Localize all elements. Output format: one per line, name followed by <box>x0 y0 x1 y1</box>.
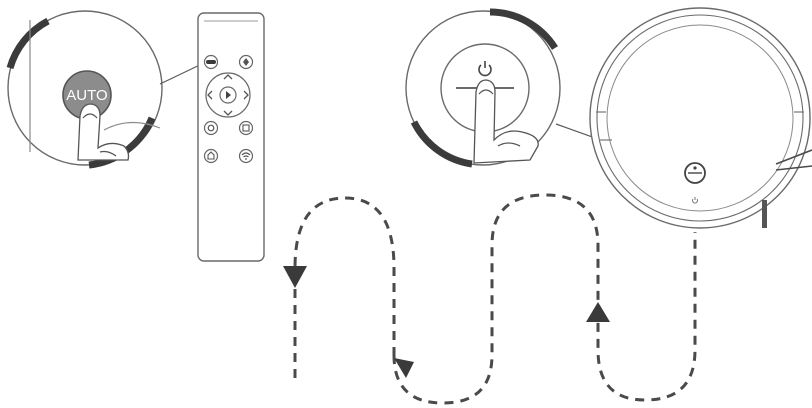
play-pause-icon <box>226 91 231 99</box>
cleaning-path <box>293 193 697 405</box>
finger-icon <box>77 103 130 161</box>
auto-zoom-circle: AUTO <box>6 10 163 169</box>
circle-accent-arc <box>410 120 473 168</box>
remote-edge-button[interactable] <box>238 120 254 136</box>
power-icon <box>478 61 492 77</box>
side-brush <box>762 149 812 228</box>
remote-fan-button[interactable] <box>238 54 254 70</box>
remote-control <box>197 12 265 262</box>
power-zoom-circle <box>405 8 561 168</box>
auto-button-label: AUTO <box>66 87 107 104</box>
remote-home-button[interactable] <box>203 148 219 164</box>
chevron-down-icon <box>223 110 233 116</box>
direction-arrow-icon <box>394 358 414 378</box>
circle-accent-arc <box>489 8 558 50</box>
chevron-up-icon <box>223 74 233 80</box>
direction-arrow-icon <box>283 266 307 288</box>
remote-auto-button[interactable] <box>203 54 219 70</box>
circle-accent-arc <box>6 17 50 70</box>
robot-power-button[interactable] <box>684 162 706 184</box>
remote-dpad[interactable] <box>205 72 251 118</box>
direction-arrow-icon <box>586 302 610 322</box>
auto-button[interactable]: AUTO <box>62 70 112 120</box>
robot-vacuum <box>589 7 812 229</box>
power-indicator-icon <box>692 197 698 204</box>
remote-spot-button[interactable] <box>203 120 219 136</box>
chevron-left-icon <box>207 90 213 100</box>
finger-icon <box>473 79 539 164</box>
chevron-right-icon <box>243 90 249 100</box>
remote-wifi-button[interactable] <box>238 148 254 164</box>
